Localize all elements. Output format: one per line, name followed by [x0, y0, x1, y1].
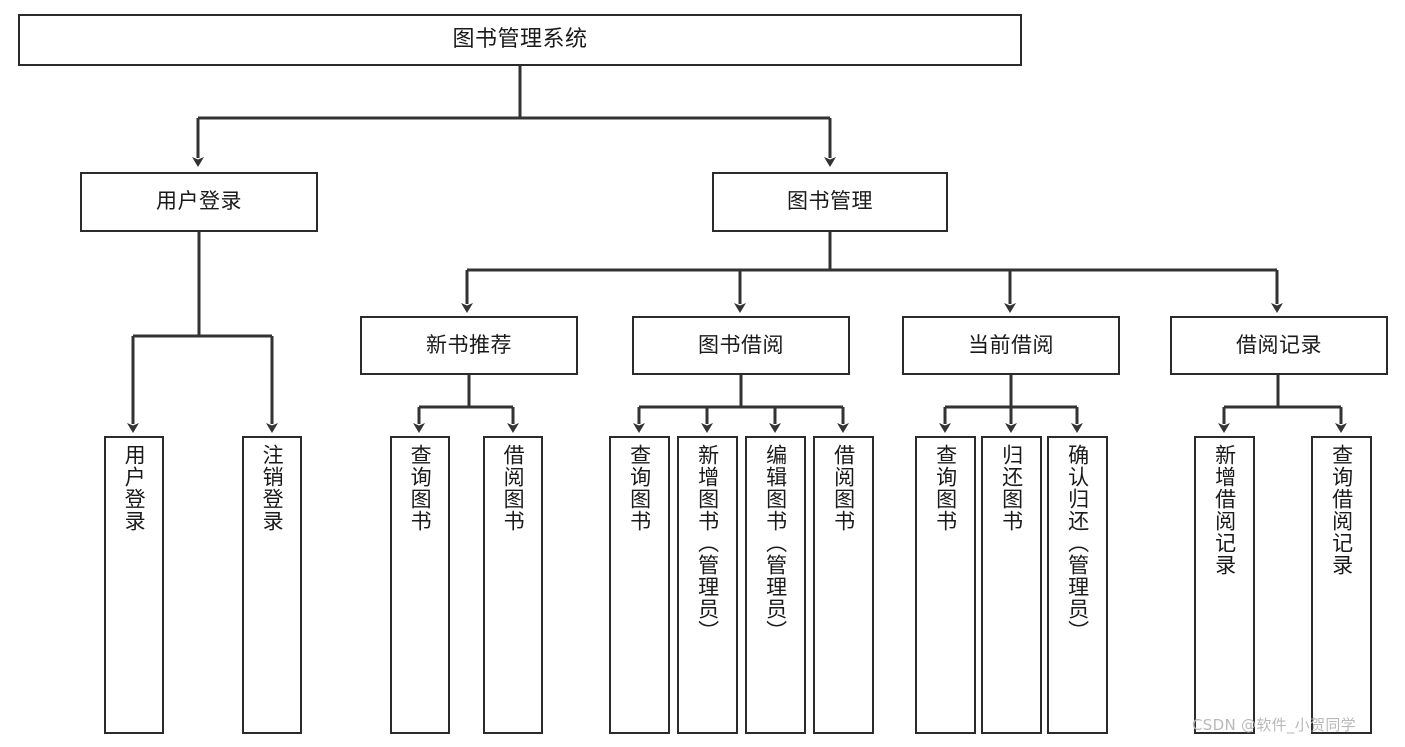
node-label: 图书管理 [787, 189, 873, 214]
leaf-user-login-login[interactable]: 用户登录 [104, 436, 164, 734]
node-root-system[interactable]: 图书管理系统 [18, 14, 1022, 66]
node-label: 查询借阅记录 [1329, 444, 1354, 576]
leaf-current-confirm-return[interactable]: 确认归还（管理员） [1047, 436, 1108, 734]
node-label: 借阅图书 [501, 444, 526, 532]
node-label: 注销登录 [260, 444, 285, 532]
leaf-borrow-borrow-book[interactable]: 借阅图书 [813, 436, 874, 734]
node-label: 用户登录 [122, 444, 147, 532]
leaf-borrow-edit-book[interactable]: 编辑图书（管理员） [745, 436, 806, 734]
node-user-login[interactable]: 用户登录 [80, 172, 318, 232]
node-label: 当前借阅 [968, 332, 1054, 357]
leaf-new-book-borrow[interactable]: 借阅图书 [483, 436, 543, 734]
node-label: 确认归还（管理员） [1065, 444, 1090, 642]
node-label: 新增图书（管理员） [695, 444, 720, 642]
node-label: 借阅记录 [1236, 332, 1322, 357]
node-new-book-recommend[interactable]: 新书推荐 [360, 316, 578, 375]
node-book-borrow[interactable]: 图书借阅 [632, 316, 850, 375]
node-label: 新书推荐 [426, 332, 512, 357]
leaf-borrow-query-book[interactable]: 查询图书 [609, 436, 670, 734]
leaf-borrow-add-book[interactable]: 新增图书（管理员） [677, 436, 738, 734]
leaf-new-book-query[interactable]: 查询图书 [390, 436, 450, 734]
leaf-current-return-book[interactable]: 归还图书 [981, 436, 1042, 734]
node-label: 借阅图书 [831, 444, 856, 532]
node-label: 归还图书 [999, 444, 1024, 532]
node-label: 查询图书 [933, 444, 958, 532]
node-label: 编辑图书（管理员） [763, 444, 788, 642]
node-label: 新增借阅记录 [1212, 444, 1237, 576]
node-label: 查询图书 [408, 444, 433, 532]
node-label: 用户登录 [156, 189, 242, 214]
leaf-user-login-logout[interactable]: 注销登录 [242, 436, 302, 734]
node-label: 图书管理系统 [452, 26, 588, 52]
csdn-watermark: CSDN @软件_小贺同学 [1192, 716, 1356, 734]
node-borrow-record[interactable]: 借阅记录 [1170, 316, 1388, 375]
node-current-borrow[interactable]: 当前借阅 [902, 316, 1120, 375]
node-label: 图书借阅 [698, 332, 784, 357]
leaf-record-query-record[interactable]: 查询借阅记录 [1311, 436, 1372, 734]
leaf-current-query-book[interactable]: 查询图书 [915, 436, 976, 734]
node-label: 查询图书 [627, 444, 652, 532]
node-book-management[interactable]: 图书管理 [712, 172, 948, 232]
leaf-record-add-record[interactable]: 新增借阅记录 [1194, 436, 1255, 734]
